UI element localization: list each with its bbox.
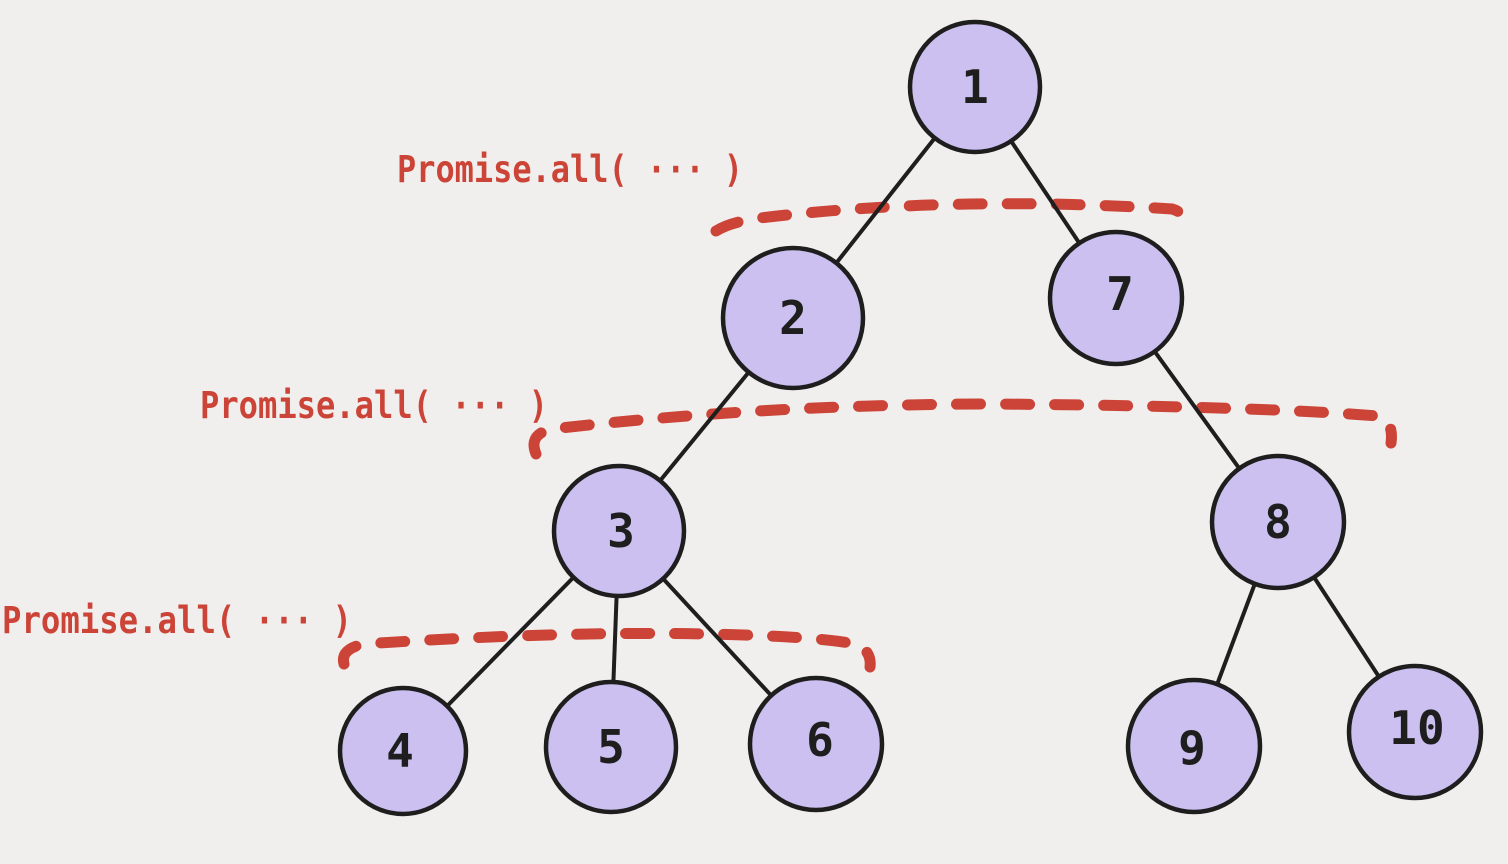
promise-label-layer: Promise.all( ··· ) Promise.all( ··· ) Pr… — [2, 148, 743, 642]
tree-node-10: 10 — [1346, 663, 1484, 801]
tree-node-7: 7 — [1047, 229, 1185, 367]
promise-all-label-2: Promise.all( ··· ) — [200, 384, 548, 427]
node-3-label: 3 — [607, 504, 635, 558]
annotation-layer — [337, 198, 1397, 673]
node-4-circle — [337, 685, 469, 817]
node-3-circle — [551, 463, 687, 599]
promise-all-label-1: Promise.all( ··· ) — [397, 148, 743, 191]
node-6-label: 6 — [806, 713, 834, 767]
tree-node-5: 5 — [543, 679, 679, 815]
node-10-circle — [1346, 663, 1484, 801]
tree-node-3: 3 — [551, 463, 687, 599]
node-9-circle — [1125, 677, 1263, 815]
node-1-label: 1 — [961, 60, 989, 114]
node-2-label: 2 — [779, 291, 807, 345]
promise-all-label-3: Promise.all( ··· ) — [2, 599, 352, 642]
promise-all-dash-level-3 — [337, 627, 876, 673]
tree-node-8: 8 — [1209, 453, 1347, 591]
tree-node-9: 9 — [1125, 677, 1263, 815]
tree-node-1: 1 — [907, 19, 1043, 155]
node-4-label: 4 — [386, 724, 414, 778]
node-9-label: 9 — [1178, 721, 1206, 775]
node-8-label: 8 — [1264, 495, 1292, 549]
node-5-label: 5 — [597, 720, 625, 774]
tree-node-2: 2 — [720, 245, 866, 391]
node-7-circle — [1047, 229, 1185, 367]
promise-all-dash-level-1 — [710, 198, 1191, 237]
node-1-circle — [907, 19, 1043, 155]
node-8-circle — [1209, 453, 1347, 591]
tree-node-6: 6 — [747, 675, 885, 813]
node-5-circle — [543, 679, 679, 815]
node-7-label: 7 — [1106, 267, 1134, 321]
node-2-circle — [720, 245, 866, 391]
node-10-label: 10 — [1389, 701, 1444, 755]
node-6-circle — [747, 675, 885, 813]
tree-node-4: 4 — [337, 685, 469, 817]
node-layer: 1 2 7 3 8 4 5 6 — [337, 19, 1484, 817]
promise-all-dash-level-2 — [528, 398, 1397, 460]
